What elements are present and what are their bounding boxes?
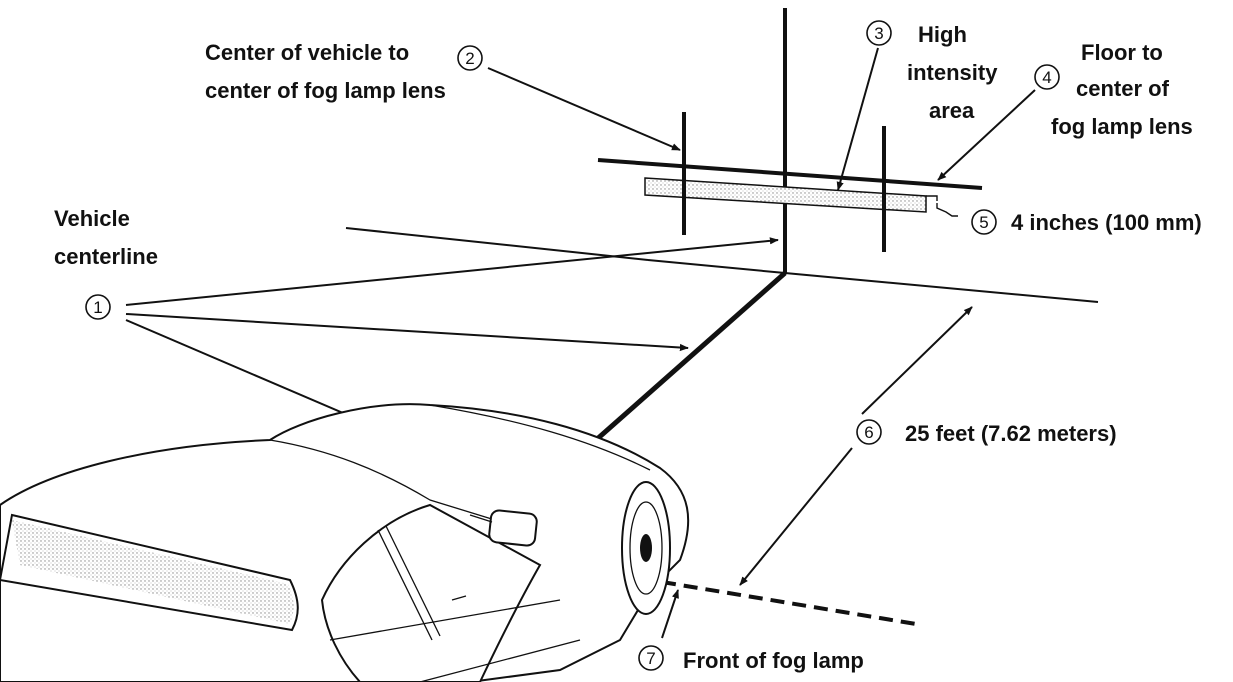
- label-high-line1: High: [918, 22, 967, 47]
- leader-4: [937, 89, 1036, 181]
- svg-text:5: 5: [979, 213, 988, 232]
- leader-6-lower: [739, 447, 853, 586]
- leader-6-upper: [861, 306, 973, 415]
- car-hood-line: [429, 404, 651, 471]
- label-front-fog-lamp: Front of fog lamp: [683, 648, 864, 673]
- label-vehicle-line1: Vehicle: [54, 206, 130, 231]
- svg-text:3: 3: [874, 24, 883, 43]
- callout-2: 2: [457, 45, 483, 71]
- label-center-vehicle-line1: Center of vehicle to: [205, 40, 409, 65]
- leader-arrows: [125, 47, 1036, 639]
- leader-3: [836, 47, 879, 191]
- label-vehicle-line2: centerline: [54, 244, 158, 269]
- spoiler-stipple: [12, 520, 294, 624]
- leader-1b: [125, 313, 689, 352]
- callouts: 1 2 3 4 5 6 7: [85, 20, 1060, 671]
- callout-6: 6: [856, 419, 882, 445]
- label-floor-line2: center of: [1076, 76, 1170, 101]
- label-four-inches: 4 inches (100 mm): [1011, 210, 1202, 235]
- car-window: [320, 503, 542, 682]
- vehicle-centerline-floor: [594, 271, 787, 442]
- svg-text:4: 4: [1042, 68, 1051, 87]
- label-floor-line1: Floor to: [1081, 40, 1163, 65]
- window-pillar-2: [385, 525, 441, 637]
- label-high-line2: intensity: [907, 60, 998, 85]
- fog-lamp-front-dashed-line: [661, 580, 923, 627]
- floor-wall-line-right: [784, 272, 1099, 303]
- window-pillar: [377, 529, 433, 641]
- svg-text:7: 7: [646, 649, 655, 668]
- front-wheel-rim: [629, 501, 663, 595]
- horizontal-target-line: [597, 158, 983, 190]
- car-door-line: [329, 599, 581, 682]
- door-handle: [451, 595, 467, 601]
- leader-2: [487, 67, 681, 151]
- callout-7: 7: [638, 645, 664, 671]
- floor-wall-line-far: [345, 227, 649, 261]
- callout-3: 3: [866, 20, 892, 46]
- vehicle: [0, 403, 690, 682]
- label-high-line3: area: [929, 98, 975, 123]
- label-center-vehicle-line2: center of fog lamp lens: [205, 78, 446, 103]
- wall-target: [597, 112, 983, 252]
- four-inch-bracket: [926, 195, 958, 217]
- callout-1: 1: [85, 294, 111, 320]
- high-intensity-band: [644, 177, 927, 213]
- svg-text:2: 2: [465, 49, 474, 68]
- front-wheel-hub: [640, 534, 652, 562]
- leader-7: [661, 589, 679, 639]
- side-mirror: [488, 509, 538, 547]
- svg-text:6: 6: [864, 423, 873, 442]
- callout-5: 5: [971, 209, 997, 235]
- svg-text:1: 1: [93, 298, 102, 317]
- label-floor-line3: fog lamp lens: [1051, 114, 1193, 139]
- leader-1a: [125, 237, 779, 306]
- label-twenty-five-feet: 25 feet (7.62 meters): [905, 421, 1117, 446]
- floor-wall-line-left: [647, 259, 786, 274]
- car-roof-line: [269, 439, 496, 521]
- callout-4: 4: [1034, 64, 1060, 90]
- labels: Center of vehicle to center of fog lamp …: [54, 22, 1202, 673]
- mirror-stem: [469, 514, 493, 523]
